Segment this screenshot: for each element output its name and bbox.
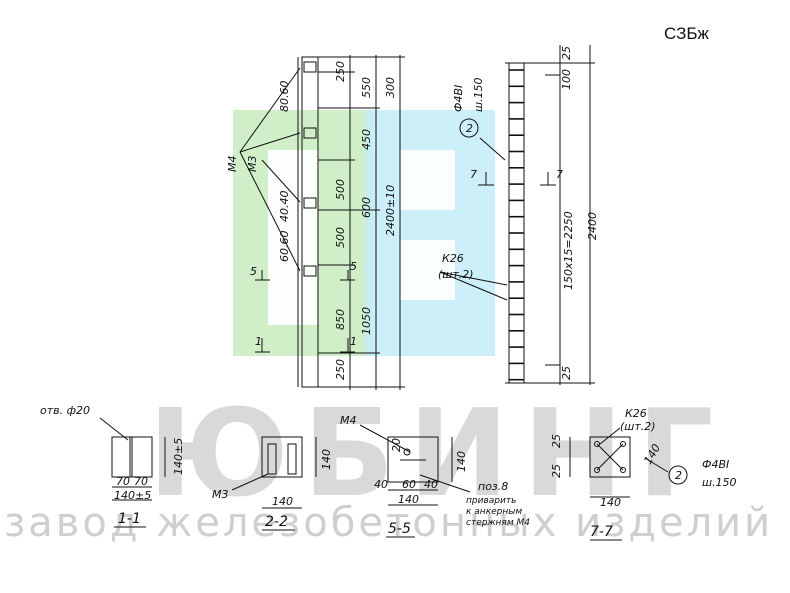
dim-total: 2400±10: [384, 185, 397, 236]
s11-note: отв. ф20: [40, 404, 90, 417]
s77-height: 140: [641, 442, 663, 467]
section-2-2: [231, 436, 317, 531]
dim-500-a: 500: [334, 179, 347, 200]
cage-elevation: [439, 45, 595, 385]
s55-part-b: 60: [402, 478, 416, 491]
length-label: 2400: [586, 212, 599, 240]
dim-600: 600: [360, 197, 373, 218]
s55-height: 140: [455, 451, 468, 472]
section-7-7: [569, 427, 688, 541]
section-mark-1: 1: [255, 335, 262, 348]
section-mark-7: 7: [470, 168, 477, 181]
hole-label-3: 60.60: [278, 231, 291, 263]
embed-part: [303, 127, 317, 139]
step-label: ш.150: [472, 77, 485, 112]
frame-qty-label: (шт.2): [438, 268, 474, 281]
s55-weld-3: стержням М4: [466, 518, 530, 528]
hole-label-1: 80.60: [278, 81, 291, 113]
section-mark-1b: 1: [350, 335, 357, 348]
s11-width: 140±5: [114, 489, 151, 502]
s11-label: 1-1: [118, 511, 141, 527]
s55-pos-note: поз.8: [478, 480, 508, 493]
mark-m3: M3: [246, 156, 259, 173]
mark-m4: M4: [226, 156, 239, 173]
dim-450: 450: [360, 129, 373, 150]
s22-width: 140: [272, 495, 293, 508]
section-1-1: [99, 417, 166, 528]
s77-label: 7-7: [590, 524, 613, 540]
s55-label: 5-5: [388, 521, 411, 537]
post-elevation: [239, 55, 405, 390]
s77-frame-qty: (шт.2): [620, 420, 656, 433]
s55-top: 20: [390, 438, 403, 452]
s55-weld-1: приварить: [466, 496, 516, 506]
s55-width: 140: [398, 493, 419, 506]
frame-label: К26: [442, 252, 464, 265]
spacing-label: 150х15=2250: [562, 211, 575, 290]
pos-callout: [459, 118, 479, 138]
dim-250-bottom: 250: [334, 359, 347, 380]
section-5-5: [359, 424, 471, 538]
dim-300: 300: [384, 77, 397, 98]
s77-pos: 2: [675, 469, 682, 482]
dim-850: 850: [334, 309, 347, 330]
pos-number: 2: [466, 122, 473, 135]
s55-note: М4: [340, 414, 357, 427]
section-mark-5: 5: [250, 265, 257, 278]
s77-rebar: Ф4ВI: [702, 458, 729, 471]
s11-part-b: 70: [134, 475, 148, 488]
s77-edge-top: 25: [550, 434, 563, 448]
pos-callout-7-7: [668, 465, 688, 485]
dim-1050: 1050: [360, 307, 373, 335]
s77-edge-bottom: 25: [550, 464, 563, 478]
section-mark-5b: 5: [350, 260, 357, 273]
s55-weld-2: к анкерным: [466, 507, 522, 517]
dimension-labels: M4 M3 5 5 1 1 80.60 40.40 60.60 250 550 …: [40, 46, 737, 540]
s22-label: 2-2: [265, 514, 288, 530]
embed-part: [303, 61, 317, 73]
s77-frame: К26: [625, 407, 647, 420]
watermark-tagline: завод железобетонных изделий: [4, 500, 774, 546]
embed-part: [303, 265, 317, 277]
hole-label-2: 40.40: [278, 191, 291, 223]
rebar-label: Ф4ВI: [452, 85, 465, 112]
s22-note: М3: [212, 488, 229, 501]
s11-height: 140±5: [172, 438, 185, 475]
section-mark-7b: 7: [556, 168, 563, 181]
dim-250-top: 250: [334, 61, 347, 82]
watermark-brand: ЮБИНГ: [148, 385, 728, 524]
s55-part-a: 40: [374, 478, 388, 491]
bottom-25: 25: [560, 366, 573, 380]
embed-part: [303, 197, 317, 209]
s22-height: 140: [320, 449, 333, 470]
top-25: 25: [560, 46, 573, 60]
top-100: 100: [560, 69, 573, 90]
s77-width: 140: [600, 496, 621, 509]
drawing-code: СЗБж: [664, 24, 709, 43]
dim-500-b: 500: [334, 227, 347, 248]
dim-550: 550: [360, 77, 373, 98]
s55-part-c: 40: [424, 478, 438, 491]
s77-step: ш.150: [702, 476, 737, 489]
s11-part-a: 70: [116, 475, 130, 488]
